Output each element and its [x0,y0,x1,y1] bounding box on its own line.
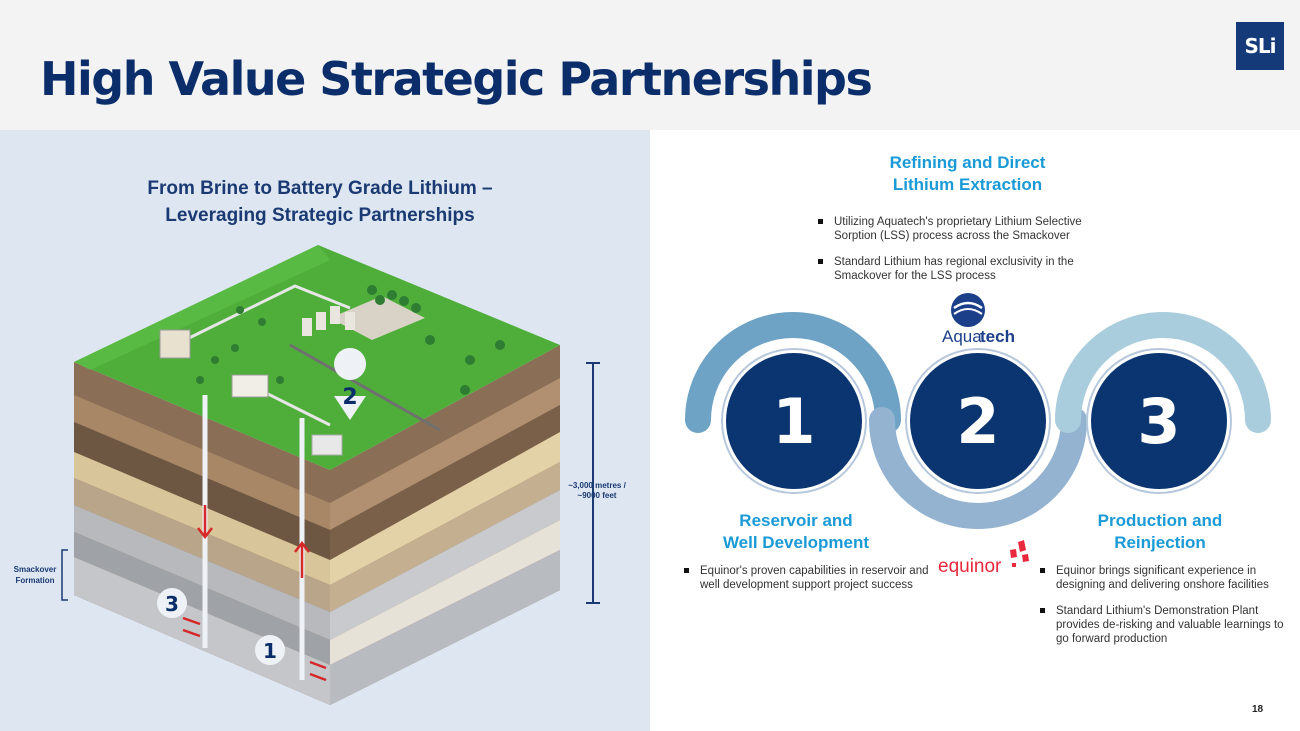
marker-3-label: 3 [165,592,179,616]
marker-1-label: 1 [263,639,277,663]
aquatech-logo: Aqua tech [942,293,1015,346]
page-number: 18 [1252,704,1264,715]
production-bullet-2: Standard Lithium's Demonstration Plant p… [1038,604,1296,646]
formation-label-line1: Smackover [14,565,57,574]
header-bar [0,0,1300,130]
tanks [311,434,343,456]
well-pad-building [231,374,269,398]
marker-pin-3: 3 [157,588,187,618]
aquatech-logo-text-a: Aqua [942,327,982,346]
processing-plant [302,296,425,340]
page-title: High Value Strategic Partnerships [40,52,873,106]
reservoir-heading-line1: Reservoir and [739,511,853,530]
left-subtitle-line1: From Brine to Battery Grade Lithium – [147,178,493,199]
arc-step-1 [685,312,901,433]
equinor-logo-text: equinor [938,556,1002,577]
reservoir-heading: Reservoir and Well Development [690,510,902,554]
production-heading: Production and Reinjection [1060,510,1260,554]
step-1-circle: 1 [723,350,865,492]
production-heading-line2: Reinjection [1114,533,1206,552]
left-subtitle-line2: Leveraging Strategic Partnerships [165,205,475,226]
trees [196,285,505,395]
production-bullet-1: Equinor brings significant experience in… [1038,564,1296,592]
formation-label-line2: Formation [15,576,54,585]
refining-heading: Refining and Direct Lithium Extraction [840,152,1095,196]
reservoir-bullet-1: Equinor's proven capabilities in reservo… [682,564,932,592]
aquatech-logo-text-b: tech [980,327,1015,346]
depth-label-line1: ~3,000 metres / [568,481,626,490]
refining-bullets: Utilizing Aquatech's proprietary Lithium… [816,215,1126,295]
formation-bracket [61,549,68,601]
arc-step-2 [869,407,1087,529]
surface-grass [74,245,560,470]
marker-2-label: 2 [342,385,357,410]
production-bullets: Equinor brings significant experience in… [1038,564,1296,658]
refinery-building [159,329,191,359]
marker-pin-2: 2 [334,348,367,420]
reservoir-heading-line2: Well Development [722,533,870,552]
arc-step-3 [1055,312,1271,433]
depth-label-line2: ~9000 feet [578,491,617,500]
step-2-circle: 2 [907,350,1049,492]
geology-block-illustration: 2 3 1 ~3,000 metres / ~9000 feet Smackov… [14,245,627,705]
refining-heading-line1: Refining and Direct [889,153,1046,172]
depth-bracket [586,362,600,604]
company-logo: SLi [1236,22,1284,70]
left-subtitle: From Brine to Battery Grade Lithium – Le… [90,175,550,229]
refining-heading-line2: Lithium Extraction [892,175,1043,194]
well-flow-arrows [182,505,327,682]
production-heading-line1: Production and [1097,511,1223,530]
equinor-logo: equinor [938,540,1029,577]
step-3-circle: 3 [1088,350,1230,492]
reservoir-bullets: Equinor's proven capabilities in reservo… [682,564,932,604]
refining-bullet-1: Utilizing Aquatech's proprietary Lithium… [816,215,1126,243]
marker-pin-1: 1 [255,635,285,665]
right-face-strata [330,345,560,705]
refining-bullet-2: Standard Lithium has regional exclusivit… [816,255,1126,283]
pipeline [184,284,351,342]
process-arcs [685,312,1271,529]
